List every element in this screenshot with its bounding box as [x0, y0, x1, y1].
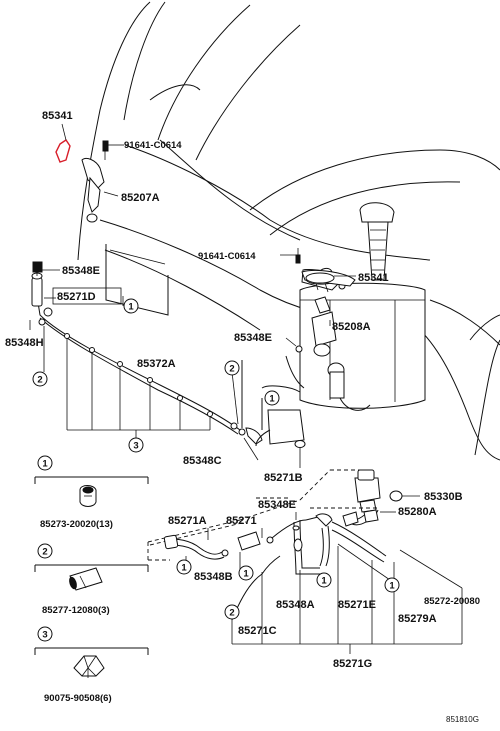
- label-85271: 85271: [226, 515, 257, 527]
- label-85348B: 85348B: [194, 571, 233, 583]
- label-85341-right: 85341: [358, 272, 389, 284]
- label-85271E: 85271E: [338, 599, 376, 611]
- label-85348E-mid: 85348E: [234, 332, 272, 344]
- label-85271A: 85271A: [168, 515, 207, 527]
- label-85271B: 85271B: [264, 472, 303, 484]
- clip-leader-lines: [43, 296, 239, 438]
- label-91641-mid: 91641-C0614: [198, 251, 256, 262]
- part-labels: 85341 91641-C0614 85207A 91641-C0614 853…: [5, 110, 480, 670]
- leader-lines: [29, 144, 420, 570]
- bracket-85271G: [231, 543, 463, 654]
- legend-part-2: 85277-12080(3): [42, 605, 110, 616]
- callout-1-a: 1: [128, 302, 134, 313]
- label-85207A: 85207A: [121, 192, 160, 204]
- callout-1-e: 1: [321, 576, 327, 587]
- hose-85372A: [31, 261, 306, 448]
- nozzle-hood-assembly: [301, 269, 356, 287]
- label-85348E-low: 85348E: [258, 499, 296, 511]
- label-85271G: 85271G: [333, 658, 372, 670]
- callout-1-b: 1: [269, 394, 275, 405]
- label-85208A: 85208A: [332, 321, 371, 333]
- legend-num-1: 1: [42, 459, 48, 470]
- label-85372A: 85372A: [137, 358, 176, 370]
- label-85279A: 85279A: [398, 613, 437, 625]
- label-85348A: 85348A: [276, 599, 315, 611]
- callout-2-c: 2: [229, 608, 234, 619]
- legend-part-3: 90075-90508(6): [44, 693, 112, 704]
- callout-1-c: 1: [181, 563, 187, 574]
- callout-3-a: 3: [133, 441, 138, 452]
- label-85272: 85272-20080: [424, 596, 480, 607]
- label-85271D: 85271D: [57, 291, 96, 303]
- label-91641-top: 91641-C0614: [124, 140, 182, 151]
- callout-1-d: 1: [243, 569, 249, 580]
- label-85348H: 85348H: [5, 337, 44, 349]
- callout-2-a: 2: [37, 375, 42, 386]
- label-85348E-left: 85348E: [62, 265, 100, 277]
- label-85341-top: 85341: [42, 110, 73, 122]
- label-85280A: 85280A: [398, 506, 437, 518]
- diagram-code: 851810G: [446, 715, 479, 724]
- label-85271C: 85271C: [238, 625, 277, 637]
- callout-2-b: 2: [229, 364, 234, 375]
- callout-1-f: 1: [389, 581, 395, 592]
- label-85330B: 85330B: [424, 491, 463, 503]
- left-washer-nozzle: [55, 123, 109, 223]
- label-85348C: 85348C: [183, 455, 222, 467]
- clip-legend: 1 85273-20020(13) 2 85277-12080(3) 3: [34, 455, 149, 704]
- sleeve-icon-85277: [69, 567, 103, 591]
- legend-part-1: 85273-20020(13): [40, 519, 113, 530]
- hose-assembly-85271G: [147, 469, 403, 621]
- washer-reservoir: [295, 202, 426, 411]
- legend-num-2: 2: [42, 547, 47, 558]
- legend-num-3: 3: [42, 630, 47, 641]
- clip-icon-85273: [79, 485, 97, 507]
- clip-icon-90075: [73, 655, 105, 678]
- vehicle-body-outline: [77, 1, 500, 461]
- callout-circles: 1 2 2 1 3 1 1 1 1 2: [32, 298, 400, 620]
